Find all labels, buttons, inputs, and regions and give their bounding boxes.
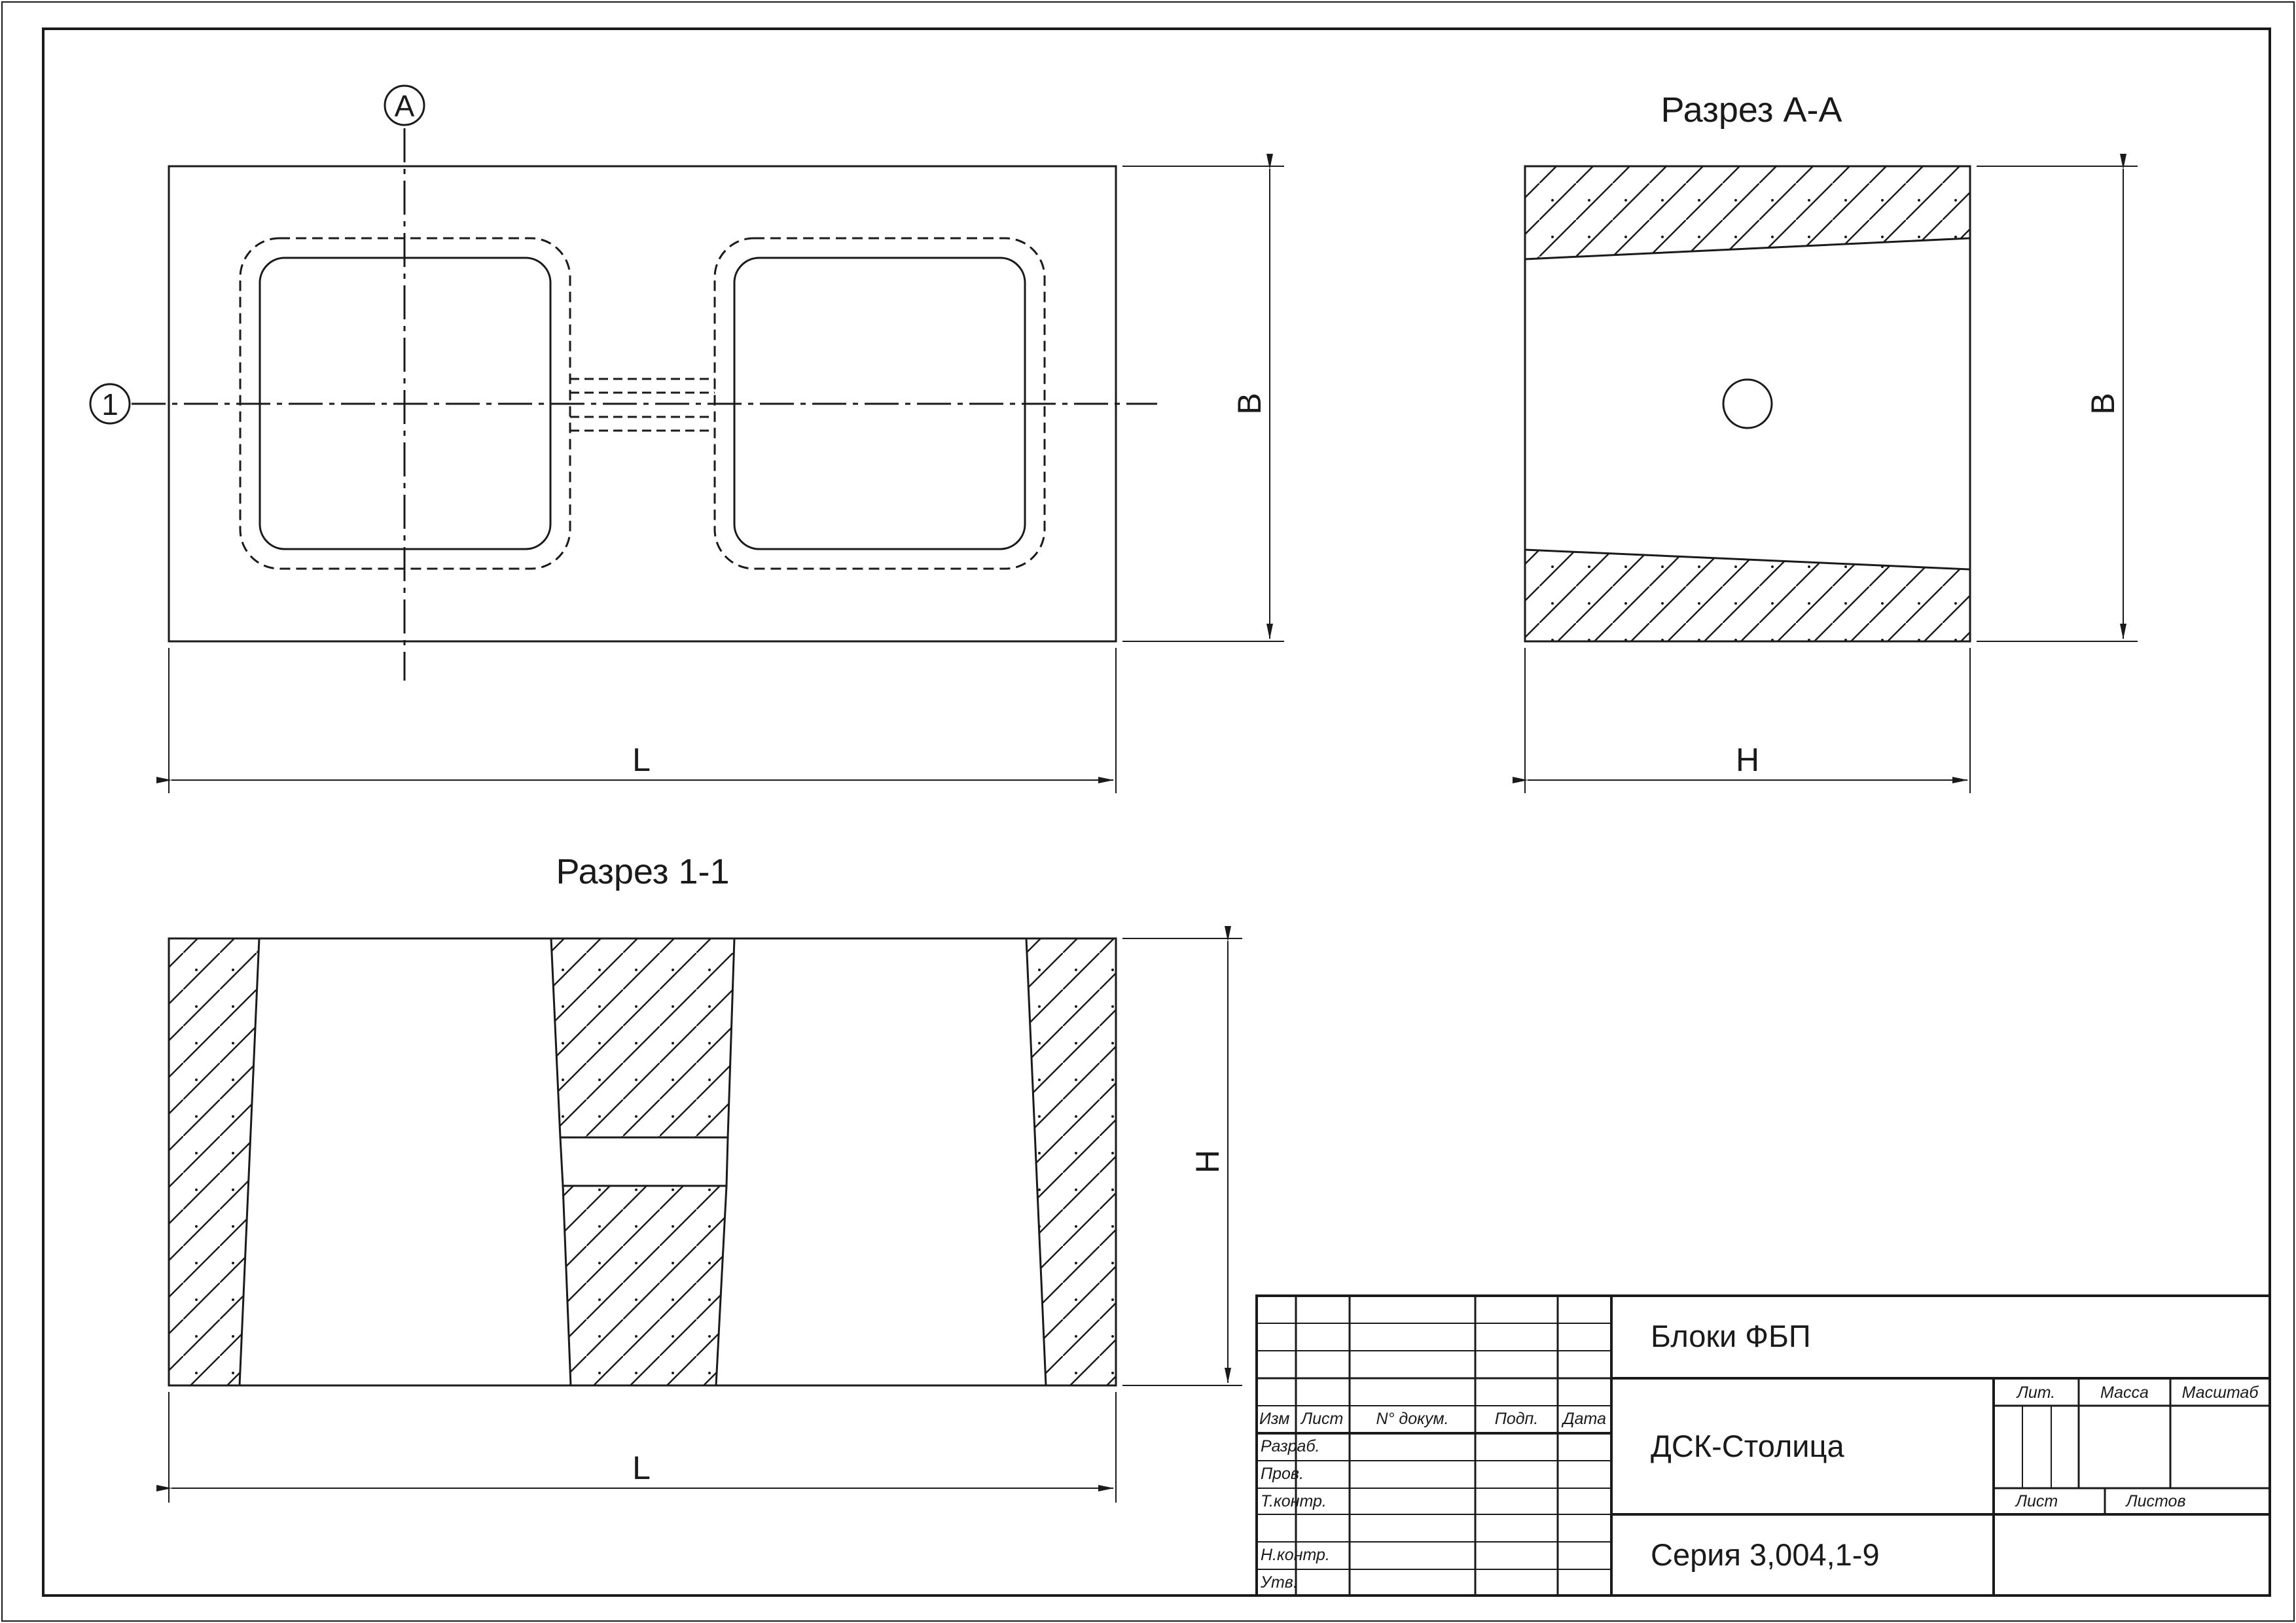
plan-l-label: L — [632, 741, 651, 778]
aa-b-label: B — [2085, 393, 2121, 414]
s11-h-label: H — [1189, 1150, 1226, 1173]
tb-role-norm: Н.контр. — [1261, 1546, 1330, 1564]
tb-col-doc: N° докум. — [1376, 1410, 1448, 1428]
inner-drawing-frame — [42, 27, 2271, 1597]
section-aa-title: Разрез А-А — [1660, 90, 1842, 130]
tb-role-checked: Пров. — [1261, 1465, 1304, 1483]
section-11-channel — [559, 1136, 729, 1187]
title-block — [1255, 1294, 2271, 1597]
tb-col-sign: Подп. — [1495, 1410, 1539, 1428]
tb-mass-label: Масса — [2100, 1383, 2149, 1402]
marker-1-circle — [89, 383, 131, 425]
tb-lit-label: Лит. — [2016, 1383, 2056, 1402]
section-11-outline — [168, 937, 1117, 1387]
tb-series: Серия 3,004,1-9 — [1651, 1537, 1880, 1572]
section-11-middle-wall-upper — [550, 937, 736, 1139]
marker-1-label: 1 — [101, 387, 118, 421]
tb-sheet-label: Лист — [2015, 1492, 2058, 1510]
s11-l-label: L — [632, 1450, 651, 1486]
tb-col-izm: Изм — [1259, 1410, 1289, 1428]
section-11-title: Разрез 1-1 — [556, 852, 729, 891]
marker-a-label: А — [395, 89, 415, 123]
tb-product-name: Блоки ФБП — [1651, 1319, 1811, 1353]
plan-view — [89, 84, 1284, 793]
tb-col-date: Дата — [1561, 1410, 1606, 1428]
tb-role-approved: Утв. — [1260, 1573, 1298, 1592]
section-11-right-wall — [1025, 937, 1117, 1387]
aa-h-label: H — [1736, 741, 1759, 778]
section-11-middle-wall-lower — [562, 1185, 728, 1387]
section-aa-top-hatch — [1524, 165, 1971, 260]
section-11-left-wall — [168, 937, 260, 1387]
tb-role-tech: Т.контр. — [1261, 1492, 1327, 1510]
tb-role-developed: Разраб. — [1261, 1437, 1319, 1455]
plan-b-label: B — [1231, 393, 1268, 414]
marker-a-circle — [384, 84, 425, 126]
section-aa-bottom-hatch — [1524, 548, 1971, 643]
tb-organization: ДСК-Столица — [1651, 1429, 1844, 1463]
section-aa-outline — [1524, 165, 1971, 643]
section-aa-channel-hole — [1722, 378, 1773, 429]
plan-channel-dashed — [570, 378, 715, 432]
section-11-view — [156, 926, 1242, 1503]
section-aa-view — [1513, 154, 2138, 793]
title-block-frame — [1255, 1294, 2271, 1597]
tb-sheets-label: Листов — [2125, 1492, 2185, 1510]
tb-scale-label: Масштаб — [2182, 1383, 2259, 1402]
tb-col-list: Лист — [1300, 1410, 1343, 1428]
